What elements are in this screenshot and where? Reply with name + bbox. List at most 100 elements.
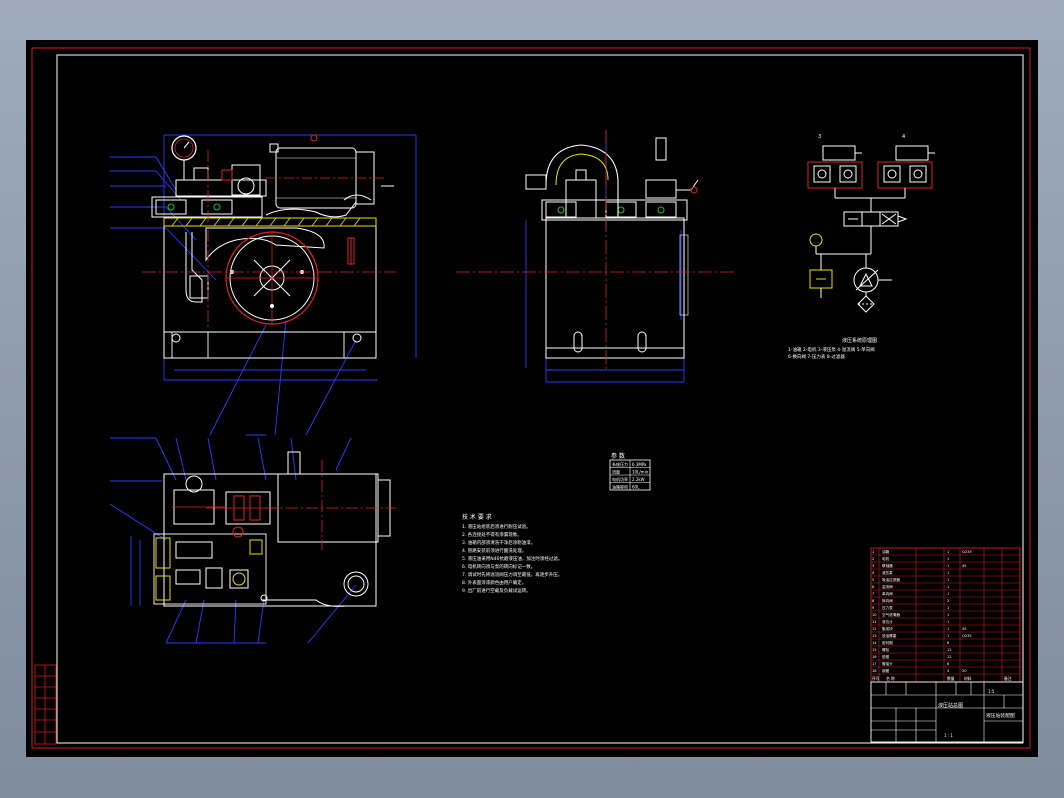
title-block-drawing-title: 液压站总图 — [938, 702, 963, 709]
bom-cell: 换向阀 — [882, 598, 893, 603]
drawing-sheet-svg: 3 4 — [31, 47, 1031, 749]
tech-note-3: 3. 油箱内部须清洗干净后涂耐油漆。 — [462, 539, 535, 546]
bom-cell: 18 — [872, 669, 877, 673]
param-r2-value: 2.2kW — [632, 477, 645, 482]
param-r3-value: 60L — [632, 485, 640, 490]
bom-cell: 1 — [947, 571, 949, 575]
binding-margin-table — [34, 664, 57, 745]
param-table-title: 参 数 — [611, 452, 625, 460]
technical-requirements: 技 术 要 求 1. 液压站组装后须进行耐压试验。 2. 各连接处不得有渗漏现象… — [462, 513, 562, 594]
schematic-notes-line2: 6-换向阀 7-压力表 8-过滤器 — [788, 353, 845, 360]
bom-cell: 13 — [872, 634, 877, 638]
bom-cell: 1 — [947, 606, 949, 610]
title-block-sheet: 1 : 1 — [944, 733, 953, 738]
bom-cell: 5 — [872, 578, 874, 582]
tech-notes-title: 技 术 要 求 — [462, 513, 492, 521]
bom-cell: 垫圈 — [882, 654, 890, 659]
param-r1-name: 流量 — [612, 469, 620, 475]
tech-note-6: 6. 电机转向须与泵的转向标记一致。 — [462, 563, 535, 570]
bom-cell: 8 — [947, 641, 950, 645]
bom-cell: 集成块 — [882, 626, 893, 631]
bom-cell: 17 — [872, 662, 877, 666]
title-block-scale: 1:5 — [988, 689, 995, 694]
bom-cell: 10 — [872, 613, 877, 617]
bom-header-material: 材料 — [964, 676, 972, 681]
bom-cell: 20 — [962, 669, 967, 673]
bom-cell: 放油螺塞 — [882, 633, 897, 638]
tech-note-1: 1. 液压站组装后须进行耐压试验。 — [462, 523, 531, 530]
bom-cell: 11 — [872, 620, 877, 624]
bom-cell: 管接头 — [882, 661, 893, 666]
param-r3-name: 油箱容积 — [612, 484, 628, 490]
tech-note-2: 2. 各连接处不得有渗漏现象。 — [462, 531, 522, 538]
bom-cell: 液位计 — [882, 619, 893, 624]
param-r0-name: 系统压力 — [612, 461, 628, 467]
param-r0-value: 6.3MPa — [632, 462, 647, 467]
bom-cell: 12 — [872, 627, 877, 631]
bom-cell: 6 — [947, 662, 950, 666]
side-view[interactable] — [456, 130, 736, 383]
title-block-subtitle: 液压站装配图 — [986, 712, 1015, 719]
bom-cell: 7 — [872, 592, 874, 596]
bom-cell: 8 — [872, 599, 875, 603]
bom-header-qty: 数量 — [947, 676, 955, 681]
bom-cell: 1 — [947, 634, 949, 638]
bom-cell: 2 — [947, 599, 949, 603]
bom-cell: 16 — [872, 655, 877, 659]
bom-cell: 1 — [872, 550, 874, 554]
bom-cell: Q235 — [962, 550, 972, 554]
bom-cell: 3 — [872, 564, 874, 568]
bom-cell: 1 — [947, 592, 949, 596]
parameter-table: 参 数 系统压力 6.3MPa 流量 10L/min 电机功率 2.2kW 油箱… — [609, 452, 651, 491]
front-view[interactable] — [110, 134, 417, 436]
bom-cell: 油箱 — [882, 549, 890, 554]
bom-cell: 9 — [872, 606, 875, 610]
hydraulic-schematic[interactable]: 3 4 — [788, 134, 935, 360]
bom-cell: 吸油过滤器 — [882, 577, 900, 582]
sheet-border — [31, 47, 1031, 749]
param-r1-value: 10L/min — [632, 470, 649, 475]
drawing-canvas[interactable]: 3 4 — [26, 40, 1038, 757]
bom-cell: 4 — [872, 571, 875, 575]
bom-cell: 单向阀 — [882, 591, 893, 596]
bom-cell: 45 — [962, 564, 967, 568]
schematic-notes-line1: 1-油箱 2-电机 3-液压泵 4-溢流阀 5-单向阀 — [788, 346, 875, 353]
bom-cell: 压力表 — [882, 605, 893, 610]
bom-cell: 联轴器 — [882, 563, 893, 568]
bom-cell: 液压泵 — [882, 570, 893, 575]
bom-cell: 溢流阀 — [882, 584, 893, 589]
bom-cell: 1 — [947, 627, 949, 631]
bom-cell: 15 — [872, 648, 877, 652]
bom-header-no: 序号 — [872, 676, 880, 681]
param-r2-name: 电机功率 — [612, 476, 628, 482]
bom-cell: 6 — [872, 585, 875, 589]
bom-cell: 1 — [947, 557, 949, 561]
bom-header-name: 名 称 — [886, 676, 895, 681]
bom-cell: 钢管 — [882, 668, 890, 673]
bom-cell: 1 — [947, 613, 949, 617]
bom-cell: 12 — [947, 655, 952, 659]
tech-note-7: 7. 调试时先将溢流阀压力调至最低，再逐步升压。 — [462, 571, 562, 578]
bom-cell: 1 — [947, 578, 949, 582]
bom-cell: 空气滤清器 — [882, 612, 900, 617]
tech-note-8: 8. 外表面涂漆颜色由用户确定。 — [462, 579, 526, 586]
bom-header-remark: 备注 — [1004, 676, 1012, 681]
schematic-caption: 液压系统原理图 — [842, 337, 877, 344]
bom-cell: 1 — [947, 620, 949, 624]
bom-cell: 1 — [947, 564, 949, 568]
bom-cell: 4 — [947, 669, 950, 673]
bom-cell: 密封圈 — [882, 640, 893, 645]
bom-cell: 螺栓 — [882, 647, 890, 652]
bom-cell: 45 — [962, 627, 967, 631]
title-block: 液压站总图 液压站装配图 1:5 1 : 1 — [870, 681, 1024, 743]
bom-cell: 12 — [947, 648, 952, 652]
bom-cell: 14 — [872, 641, 877, 645]
bom-cell: 电机 — [882, 556, 890, 561]
tech-note-5: 5. 液压油采用N46抗磨液压油，加注时须经过滤。 — [462, 555, 562, 562]
bom-cell: 1 — [947, 550, 949, 554]
bom-cell: 1 — [947, 585, 949, 589]
tech-note-4: 4. 管路安装前须进行酸洗处理。 — [462, 547, 526, 554]
top-view[interactable] — [109, 437, 396, 644]
bom-cell: Q235 — [962, 634, 972, 638]
